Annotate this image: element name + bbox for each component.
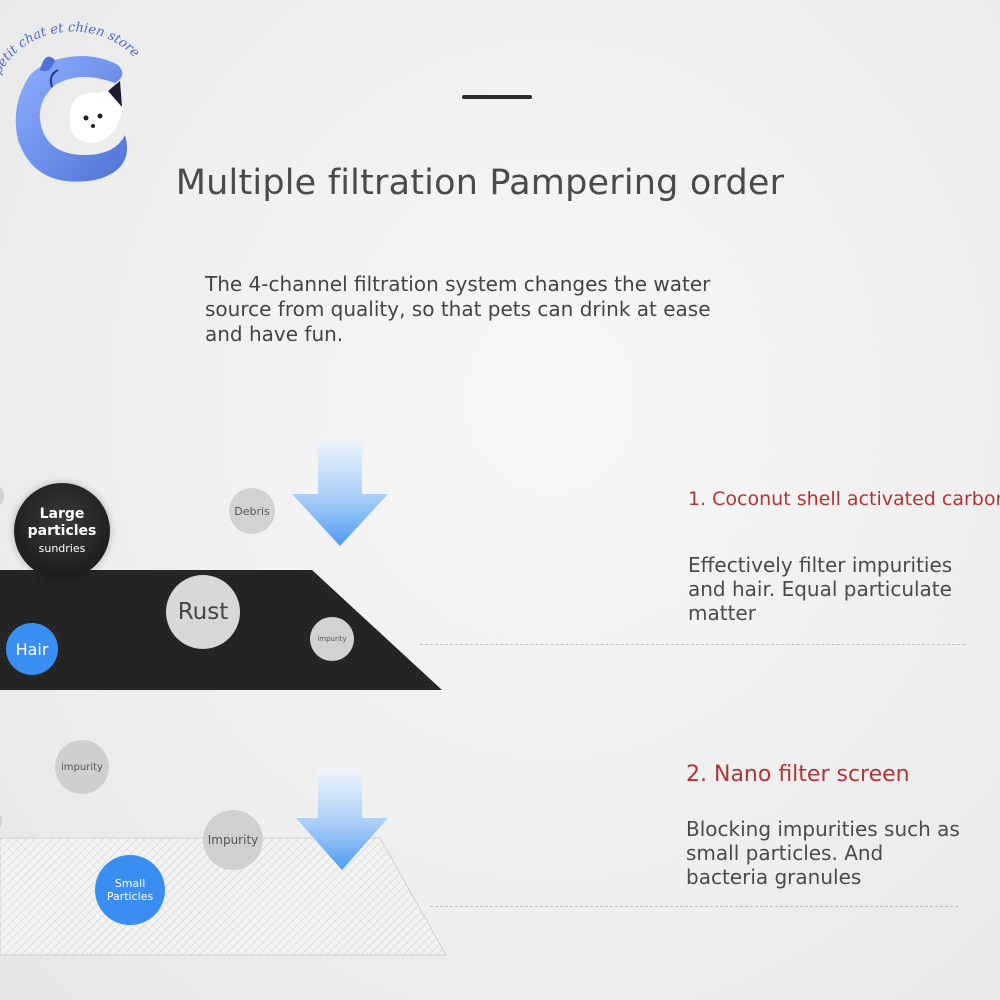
page-title: Multiple filtration Pampering order: [175, 163, 785, 203]
small-particles-bubble: Small Particles: [95, 855, 165, 925]
impurity-label: impurity: [317, 635, 347, 643]
small-particles-label-1: Small: [114, 877, 146, 890]
layer-1-title: 1. Coconut shell activated carbon: [688, 488, 1000, 510]
section-divider: [420, 644, 965, 645]
impurity-label: Impurity: [207, 833, 259, 847]
impurity-label: impurity: [61, 761, 103, 773]
particle-bubble: [0, 810, 2, 832]
hair-bubble: Hair: [6, 623, 58, 675]
small-particles-label-2: Particles: [106, 890, 154, 903]
header-divider: [462, 95, 532, 99]
rust-label: Rust: [177, 599, 229, 625]
hair-label: Hair: [15, 639, 49, 659]
large-particles-label-1: Large: [39, 505, 85, 522]
impurity-bubble: impurity: [55, 740, 109, 794]
debris-bubble: Debris: [229, 488, 275, 534]
layer-2-title: 2. Nano filter screen: [686, 762, 910, 787]
intro-paragraph: The 4-channel filtration system changes …: [205, 272, 711, 346]
section-divider: [430, 906, 958, 907]
down-arrow-icon: [292, 438, 388, 546]
layer-1-description: Effectively filter impurities and hair. …: [688, 553, 953, 625]
impurity-bubble: impurity: [310, 617, 354, 661]
large-particles-label-3: sundries: [38, 541, 86, 555]
rust-bubble: Rust: [166, 575, 240, 649]
large-particles-label-2: particles: [27, 522, 97, 539]
brand-logo: petit chat et chien store: [0, 20, 142, 182]
down-arrow-icon: [296, 768, 388, 870]
layer-2-description: Blocking impurities such as small partic…: [686, 817, 960, 889]
debris-label: Debris: [234, 504, 270, 518]
dog-and-cat-logo-icon: [15, 56, 127, 182]
large-particles-bubble: Large particles sundries: [14, 483, 110, 579]
particle-bubble: [0, 483, 4, 509]
impurity-bubble: Impurity: [203, 810, 263, 870]
